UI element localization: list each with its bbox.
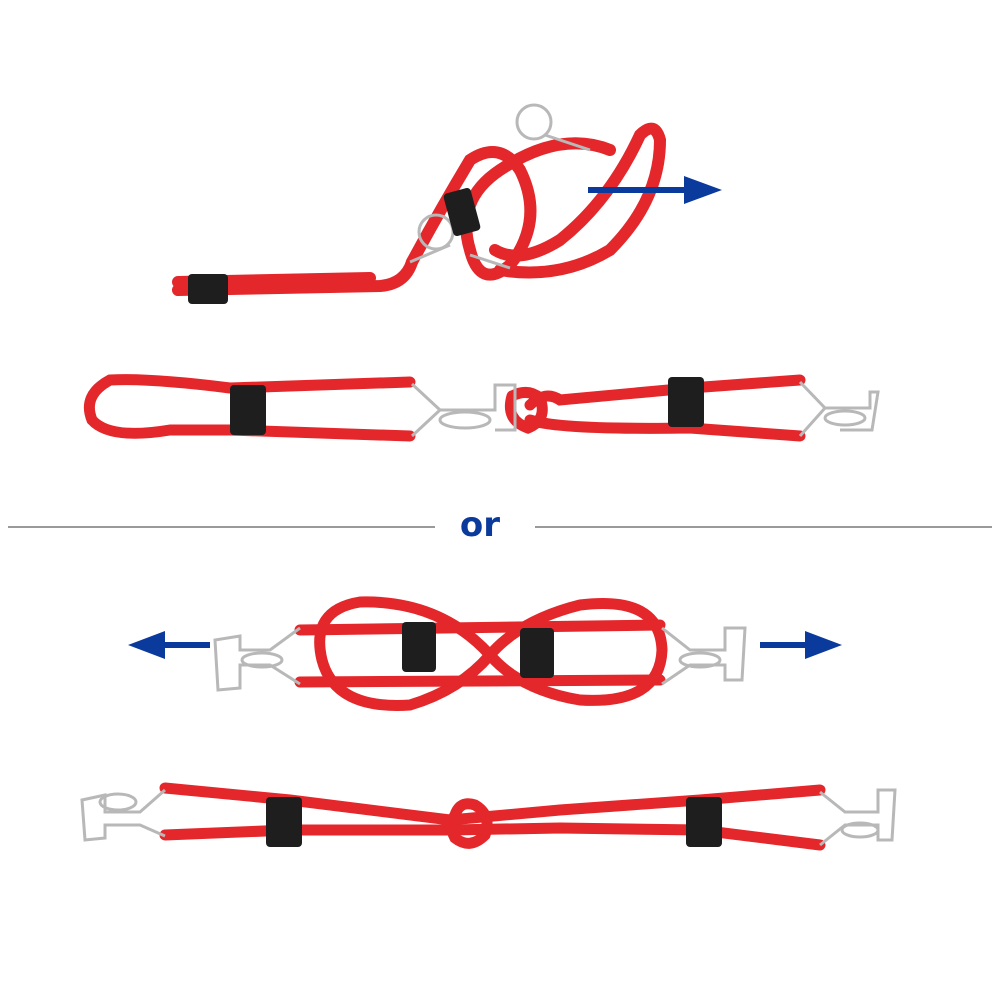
panel-alt-step-2	[80, 782, 897, 851]
panel-alt-step-1	[128, 596, 842, 711]
arrow-right-icon	[760, 631, 842, 659]
arrow-left-icon	[128, 631, 210, 659]
clip	[230, 385, 266, 435]
or-label: or	[459, 505, 501, 545]
panel-step-2	[83, 374, 880, 442]
clip	[686, 797, 722, 847]
clip	[188, 274, 228, 304]
arrow-right-icon	[588, 176, 722, 204]
clip	[443, 188, 481, 236]
clip	[402, 622, 436, 672]
clip	[520, 628, 554, 678]
clip	[668, 377, 704, 427]
panel-step-1	[172, 103, 722, 304]
clip	[266, 797, 302, 847]
